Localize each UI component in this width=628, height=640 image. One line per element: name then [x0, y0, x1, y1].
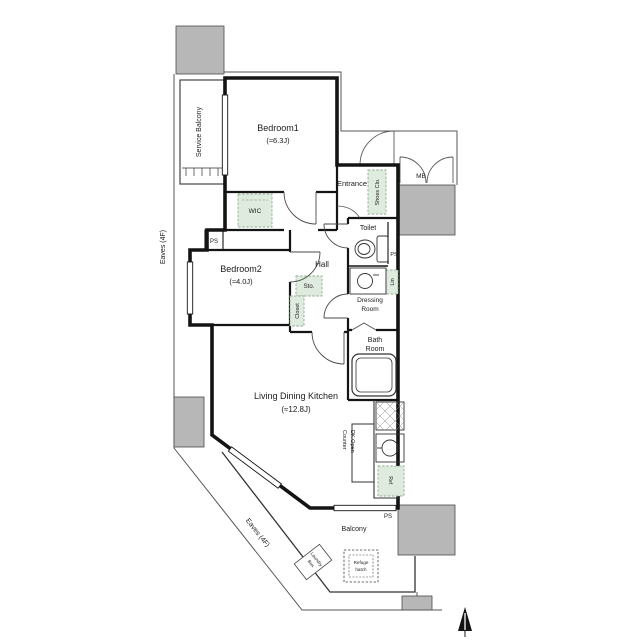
counter-island — [351, 423, 375, 483]
label-toilet: Toilet — [360, 225, 376, 232]
label-service-balcony: Service Balcony — [196, 106, 203, 157]
label-dressing-1: Dressing — [357, 297, 383, 304]
label-counter-2: DK Open — [349, 430, 355, 453]
ps-upper-box — [204, 229, 224, 251]
refrigerator-box — [377, 465, 405, 497]
storage-boxes — [237, 169, 405, 497]
window-bedroom2 — [186, 261, 194, 315]
windows — [186, 94, 397, 512]
label-ldk-size: (≈12.8J) — [281, 405, 311, 414]
interior-walls — [207, 165, 398, 402]
toilet-fixture — [354, 235, 389, 263]
toilet-door — [323, 223, 349, 249]
label-storage: Sto. — [304, 284, 315, 290]
door-arcs-interior — [283, 191, 377, 365]
storage-box — [295, 275, 323, 297]
window-ldk-diagonal — [227, 446, 282, 489]
mb-door-right — [426, 156, 454, 184]
sink-hatch — [375, 401, 405, 431]
bath-folding-door — [351, 322, 377, 331]
label-ldk: Living Dining Kitchen — [254, 391, 338, 401]
window-bedroom1 — [221, 94, 229, 176]
balcony-railing — [221, 451, 418, 596]
block-bottom-right — [397, 504, 456, 556]
label-bath-1: Bath — [368, 337, 383, 344]
mb-door-left — [399, 156, 427, 184]
label-bedroom2-size: (≈4.0J) — [229, 277, 253, 286]
entrance-door-arc — [359, 130, 395, 166]
label-linen: Lin — [390, 278, 396, 285]
label-laundry-2: Box — [307, 559, 316, 569]
kitchen-fixtures — [351, 400, 405, 499]
outer-wall — [188, 76, 400, 510]
label-counter-1: Counter — [341, 430, 347, 450]
label-wic: WIC — [249, 208, 262, 215]
shoes-closet-box — [367, 169, 387, 215]
label-hall: Hall — [315, 260, 329, 269]
window-balcony-door — [333, 504, 397, 512]
label-bedroom1: Bedroom1 — [257, 123, 299, 133]
bedroom1-door — [283, 191, 317, 225]
ldk-door — [311, 331, 345, 365]
label-eaves-left: Eaves (4F) — [160, 230, 167, 264]
north-arrow-icon — [458, 607, 472, 637]
service-balcony — [179, 79, 225, 185]
ps-boxes — [204, 229, 224, 251]
label-bath-2: Room — [366, 346, 385, 353]
label-eaves-bottom: Eaves (4F) — [244, 517, 271, 548]
label-entrance: Entrance — [337, 179, 367, 188]
block-meter-box — [397, 184, 456, 236]
label-shoes-closet: Shoes Clo. — [375, 178, 381, 205]
label-refuge-1: Refuge — [354, 560, 369, 565]
label-ps-upper: PS — [210, 239, 218, 245]
washbasin-fixture — [349, 267, 387, 295]
refuge-hatch — [343, 549, 379, 583]
label-refrigerator: Ref. — [387, 476, 393, 485]
label-balcony: Balcony — [342, 526, 367, 533]
bedroom2-door — [289, 251, 321, 283]
laundry-box: Laundry Box — [293, 543, 333, 581]
dressing-door — [323, 293, 349, 319]
structural-blocks — [173, 25, 456, 611]
label-closet: Closet — [295, 303, 301, 319]
label-meter-box: MB — [416, 173, 426, 180]
label-dressing-2: Room — [361, 306, 378, 313]
linen-box — [385, 269, 399, 295]
block-left — [173, 396, 205, 448]
bathtub-fixture — [351, 353, 397, 397]
label-ps-mid: PS — [390, 252, 398, 258]
label-ps-lower: PS — [384, 514, 392, 520]
label-bedroom1-size: (≈6.3J) — [266, 136, 290, 145]
wic-box — [237, 193, 273, 228]
label-refuge-2: hatch — [355, 567, 367, 572]
eaves-lines — [173, 71, 458, 611]
entrance-step — [336, 205, 361, 219]
door-arcs-exterior — [359, 130, 454, 184]
label-bedroom2: Bedroom2 — [220, 264, 262, 274]
block-stub — [401, 595, 433, 611]
block-top-left — [175, 25, 225, 75]
closet-box — [289, 295, 305, 327]
